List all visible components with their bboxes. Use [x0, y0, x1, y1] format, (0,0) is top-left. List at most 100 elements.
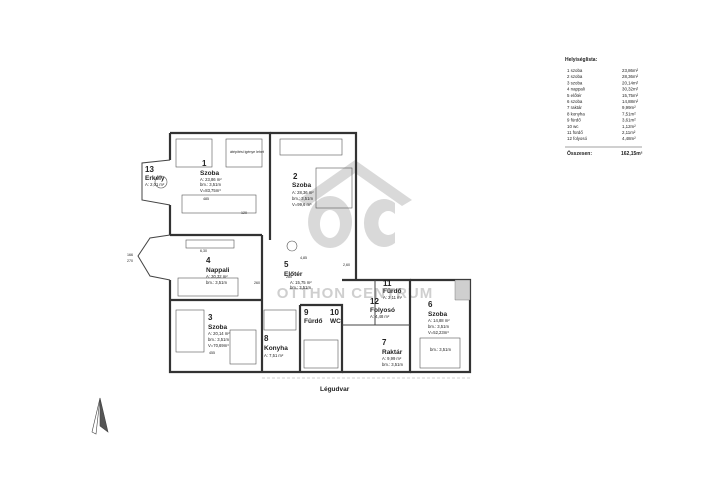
bed-room-2	[315, 167, 353, 209]
wall-storage	[342, 278, 412, 374]
room-11-area: A: 2,11 m²	[383, 295, 403, 300]
legend-row-name: 2 szoba	[567, 74, 583, 79]
legend-row-area: 23,86m²	[622, 68, 639, 73]
room-4-area: A: 30,32 m²	[206, 274, 228, 279]
room-1-height: bm.: 3,51m	[200, 182, 221, 187]
legend-title: Helyiséglista:	[565, 57, 598, 63]
legend-row-name: 7 raktár	[567, 105, 582, 110]
watermark: OTTHON CENTRUM	[277, 160, 432, 302]
legend-row-area: 3,61m²	[622, 118, 636, 123]
legend-row-name: 5 előtér	[567, 93, 582, 98]
room-9: 9 Fürdő	[304, 308, 322, 325]
legend-row-area: 30,32m²	[622, 87, 639, 92]
room-2: 2 Szoba A: 28,36 m² bm.: 3,51m V=99,6 m³	[292, 172, 314, 207]
bed-room-3	[175, 309, 205, 353]
room-9-number: 9	[304, 308, 309, 317]
bed-room-1	[175, 138, 213, 168]
legend-row-name: 3 szoba	[567, 80, 583, 85]
room-12-area: A: 4,48 m²	[370, 314, 390, 319]
dim-630: 6,30	[200, 249, 207, 253]
wall-hatch-6	[454, 279, 471, 301]
room-1-note: átépítési igénye lehet	[230, 150, 264, 154]
room-13-name: Erkély	[145, 175, 165, 182]
wall-corridor	[342, 280, 410, 326]
room-7-area: A: 9,99 m²	[382, 356, 402, 361]
room-6-height: bm.: 3,51m	[428, 324, 449, 329]
wardrobe-room-2	[279, 138, 343, 156]
room-8-name: Konyha	[264, 345, 288, 352]
room-3-name: Szoba	[208, 324, 228, 331]
wardrobe-room-3	[229, 329, 257, 365]
legend-row-name: 1 szoba	[567, 68, 583, 73]
room-8-area: A: 7,51 m²	[264, 353, 284, 358]
room-4-number: 4	[206, 256, 211, 265]
watermark-c-letter	[363, 199, 395, 247]
room-2-volume: V=99,6 m³	[292, 202, 312, 207]
room-10-name: WC	[330, 318, 341, 325]
room-1-area: A: 23,86 m²	[200, 177, 222, 182]
room-2-number: 2	[293, 172, 298, 181]
room-6-volume: V=52,23m³	[428, 330, 449, 335]
room-6-number: 6	[428, 300, 433, 309]
room-1-number: 1	[202, 159, 207, 168]
legend-row-name: 11 fürdő	[567, 130, 583, 135]
room-9-name: Fürdő	[304, 318, 322, 325]
dim-120: 120	[241, 211, 247, 215]
room-legend: Helyiséglista: 1 szoba 23,86m² 2 szoba 28,3…	[565, 57, 643, 157]
room-7-name: Raktár	[382, 349, 403, 356]
room-6-name: Szoba	[428, 311, 448, 318]
room-5: 5 Előtér A: 15,75 m² bm.: 3,51m	[284, 260, 312, 290]
room-3-number: 3	[208, 313, 213, 322]
legend-row-area: 7,51m²	[622, 111, 636, 116]
room-4-name: Nappali	[206, 267, 230, 274]
dim-455: 455	[209, 351, 215, 355]
legend-row-name: 8 konyha	[567, 111, 585, 116]
legend-row-area: 1,12m²	[622, 124, 636, 129]
room-3-area: A: 20,14 m²	[208, 331, 230, 336]
wall-left	[168, 205, 262, 374]
legend-row-area: 28,36m²	[622, 74, 639, 79]
light-shaft-label: Légudvar	[320, 386, 350, 393]
dim-280: 280	[286, 275, 292, 279]
room-5-height: bm.: 3,51m	[290, 285, 311, 290]
room-5-area: A: 15,75 m²	[290, 280, 312, 285]
room-10: 10 WC	[330, 308, 341, 325]
dim-485b: 4,85	[300, 256, 307, 260]
table-living	[185, 239, 235, 249]
room-13-area: A: 2,01 m²	[145, 182, 165, 187]
room-4: 4 Nappali A: 30,32 m² bm.: 3,51m	[206, 256, 230, 285]
room-13: 13 Erkély A: 2,01 m²	[145, 165, 165, 187]
room-13-number: 13	[145, 165, 154, 174]
bathtub	[303, 339, 339, 369]
room-2-height: bm.: 3,51m	[292, 196, 313, 201]
dim-270: 270	[127, 259, 133, 263]
room-3: 3 Szoba A: 20,14 m² bm.: 3,51m V=70,69m³	[208, 313, 230, 348]
room-2-name: Szoba	[292, 182, 312, 189]
legend-row-area: 2,11m²	[622, 130, 636, 135]
legend-row-area: 9,99m²	[622, 105, 636, 110]
room-4-height: bm.: 3,51m	[206, 280, 227, 285]
room-6-area: A: 14,88 m²	[428, 318, 450, 323]
legend-row-area: 15,75m²	[622, 93, 639, 98]
dim-260b: 2,60	[343, 263, 350, 267]
room-6: 6 Szoba A: 14,88 m² bm.: 3,51m V=52,23m³…	[428, 300, 451, 352]
room-1-volume: V=83,75m³	[200, 188, 221, 193]
room-6-height2: bm.: 3,51m	[430, 347, 451, 352]
legend-row-name: 10 wc	[567, 124, 579, 129]
room-7-height: bm.: 3,51m	[382, 362, 403, 367]
sofa-living	[177, 277, 239, 297]
room-11-number: 11	[383, 279, 392, 288]
legend-row-area: 14,88m²	[622, 99, 639, 104]
wall-balcony	[141, 159, 171, 206]
legend-row-name: 4 nappali	[567, 87, 585, 92]
bed-room-6	[419, 337, 461, 369]
room-10-number: 10	[330, 308, 339, 317]
wall-room-2	[270, 131, 358, 240]
room-1: átépítési igénye lehet 1 Szoba A: 23,86 …	[200, 150, 264, 193]
legend-total-label: Összesen:	[567, 150, 592, 157]
desk-room-1	[181, 194, 257, 214]
room-8: 8 Konyha A: 7,51 m²	[264, 334, 288, 358]
dim-485: 485	[203, 197, 209, 201]
room-3-height: bm.: 3,51m	[208, 337, 229, 342]
